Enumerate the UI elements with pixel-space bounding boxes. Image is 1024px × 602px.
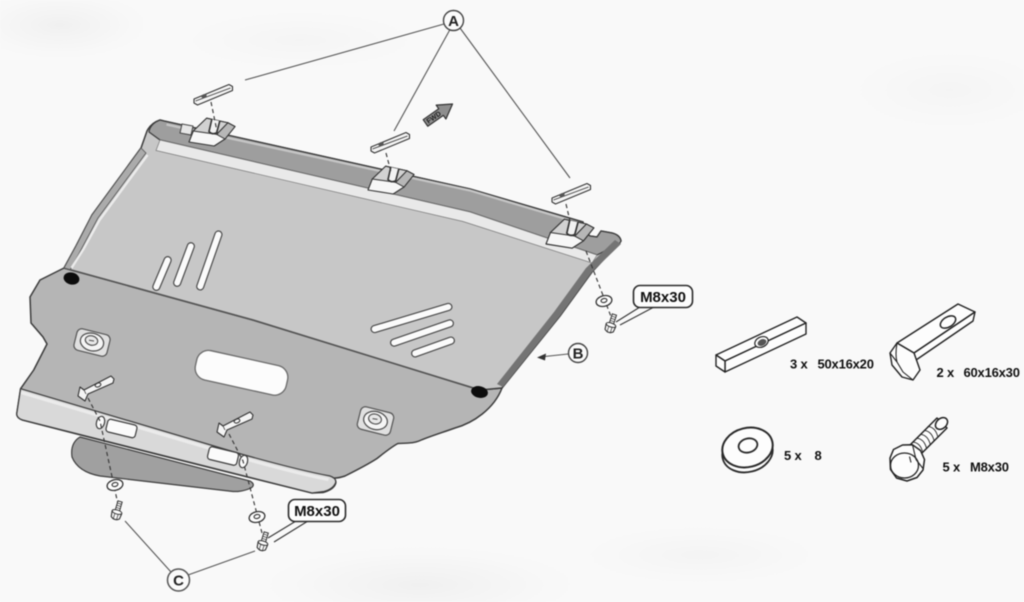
svg-text:2 x: 2 x xyxy=(937,365,955,380)
svg-text:8: 8 xyxy=(815,448,822,463)
svg-text:5 x: 5 x xyxy=(943,460,961,475)
svg-text:A: A xyxy=(448,13,459,30)
svg-text:B: B xyxy=(573,345,584,362)
svg-text:M8x30: M8x30 xyxy=(970,460,1009,475)
svg-text:50x16x20: 50x16x20 xyxy=(818,357,874,372)
svg-text:M8x30: M8x30 xyxy=(640,289,686,306)
svg-text:5 x: 5 x xyxy=(784,448,802,463)
svg-text:M8x30: M8x30 xyxy=(294,503,340,520)
svg-text:3 x: 3 x xyxy=(790,357,808,372)
svg-text:C: C xyxy=(173,573,184,590)
svg-text:60x16x30: 60x16x30 xyxy=(964,365,1020,380)
